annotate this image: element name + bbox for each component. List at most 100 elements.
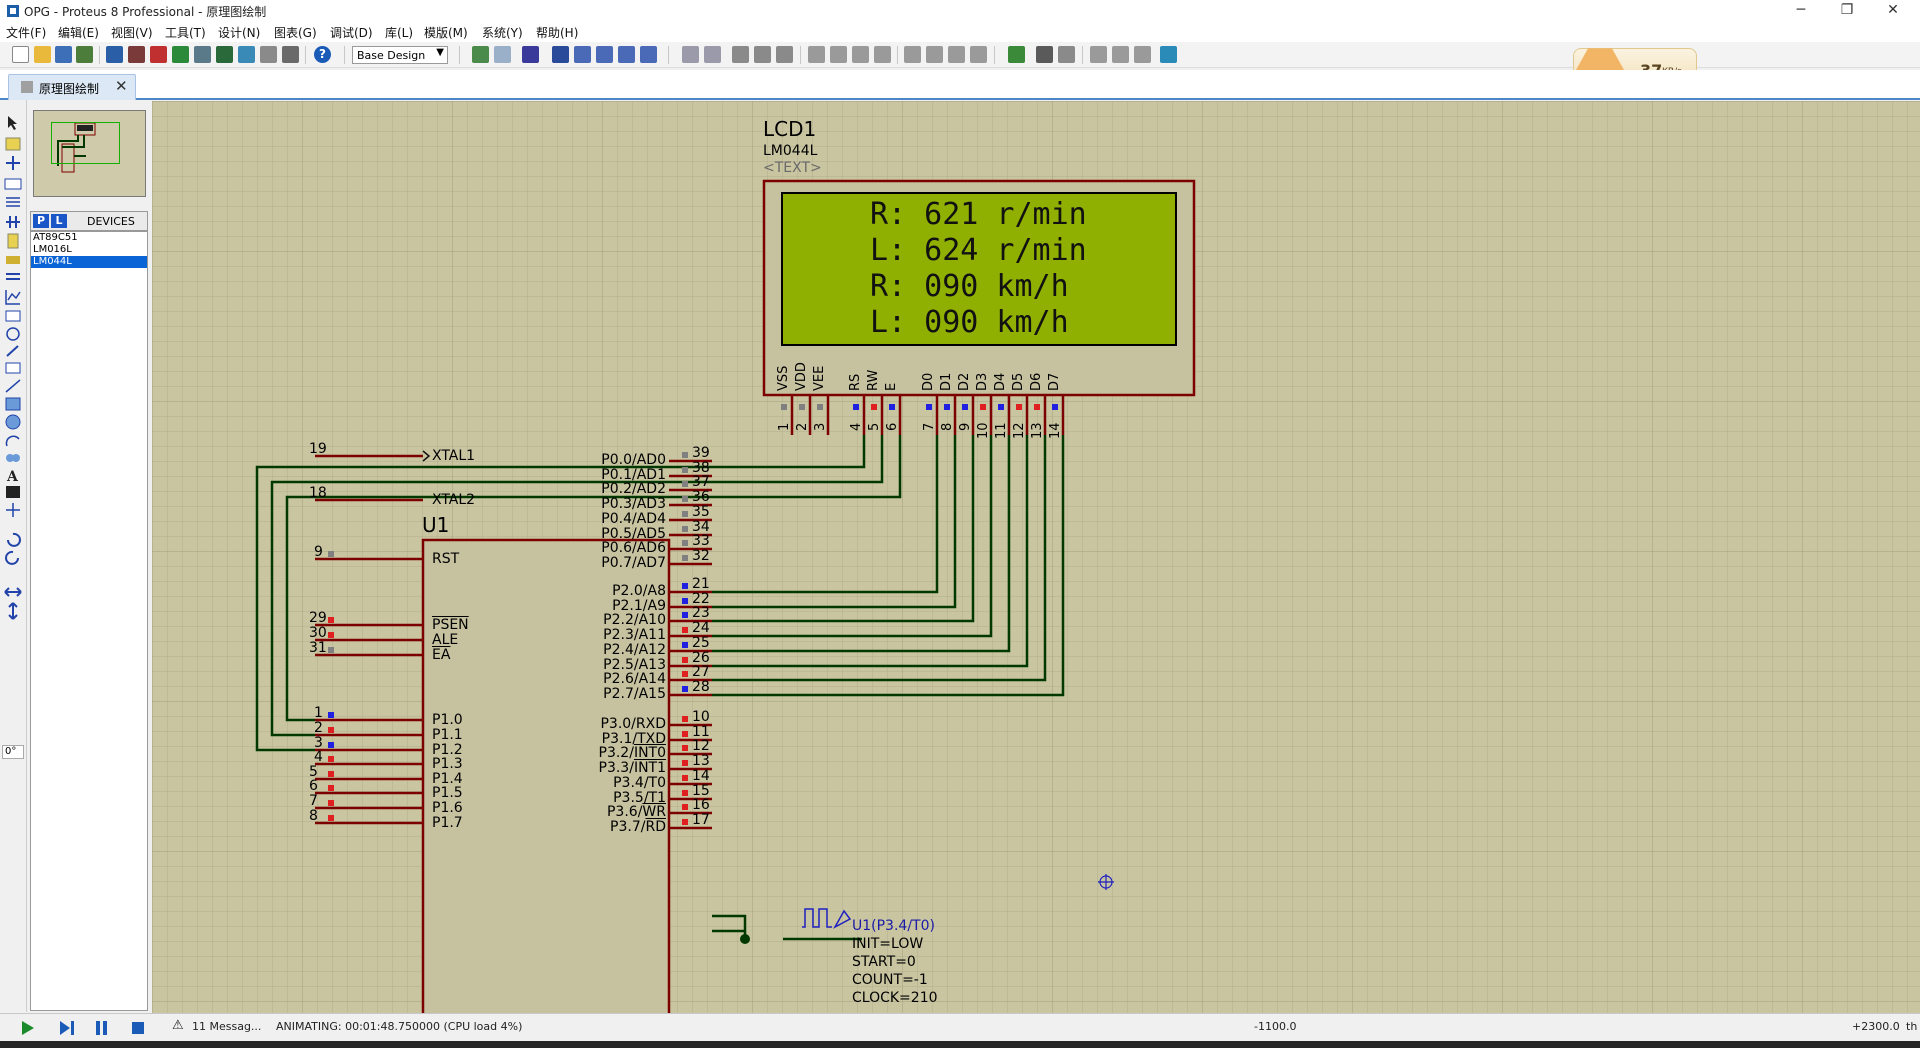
component-mode-icon[interactable]: [5, 137, 21, 151]
rotation-angle-field[interactable]: 0°: [2, 745, 24, 759]
source-icon[interactable]: [238, 46, 255, 63]
zoom-area-icon[interactable]: [640, 46, 657, 63]
2d-path-icon[interactable]: [6, 454, 20, 462]
virtual-instrument-icon[interactable]: [5, 362, 21, 374]
menu-design[interactable]: 设计(N): [218, 26, 261, 40]
device-item-at89c51[interactable]: AT89C51: [33, 232, 78, 243]
design-select[interactable]: Base Design ▼: [352, 46, 448, 64]
save-icon[interactable]: [55, 46, 72, 63]
wire-autorouter-icon[interactable]: [1008, 46, 1025, 63]
menu-template[interactable]: 模版(M): [424, 26, 468, 40]
2d-text-icon[interactable]: A: [6, 469, 19, 485]
decompose-icon[interactable]: [970, 46, 987, 63]
mirror-x-icon[interactable]: [4, 587, 22, 597]
rotate-ccw-icon[interactable]: [5, 550, 19, 565]
label-mode-icon[interactable]: [4, 178, 22, 190]
mirror-y-icon[interactable]: [8, 602, 18, 620]
property-tool-icon[interactable]: [1058, 46, 1075, 63]
refresh-icon[interactable]: [472, 46, 489, 63]
block-delete-icon[interactable]: [874, 46, 891, 63]
message-count[interactable]: 11 Messag...: [192, 1020, 262, 1033]
tab-schematic[interactable]: 原理图绘制 ✕: [8, 74, 136, 100]
schematic-canvas[interactable]: LCD1 LM044L <TEXT> R: 621 r/min L: 624 r…: [152, 101, 1920, 1013]
2d-symbol-icon[interactable]: [6, 486, 20, 498]
pick-device-icon[interactable]: [904, 46, 921, 63]
minimize-icon[interactable]: ─: [1796, 2, 1806, 18]
block-move-icon[interactable]: [830, 46, 847, 63]
pan-icon[interactable]: [552, 46, 569, 63]
buses-mode-icon[interactable]: [6, 216, 20, 228]
help-icon[interactable]: ?: [314, 46, 331, 63]
close-icon[interactable]: ✕: [1887, 2, 1899, 18]
zoom-all-icon[interactable]: [618, 46, 635, 63]
rotate-cw-icon[interactable]: [7, 532, 21, 547]
graph-mode-icon[interactable]: [5, 290, 21, 305]
restore-icon[interactable]: ❐: [1840, 2, 1854, 18]
package-tool-icon[interactable]: [948, 46, 965, 63]
pick-devices-button[interactable]: P: [33, 214, 49, 228]
menu-tools[interactable]: 工具(T): [165, 26, 206, 40]
menu-file[interactable]: 文件(F): [6, 26, 47, 40]
play-button[interactable]: [22, 1021, 34, 1035]
pin-mode-icon[interactable]: [6, 273, 20, 280]
close-tab-icon[interactable]: ✕: [115, 77, 128, 95]
cut-icon[interactable]: [732, 46, 749, 63]
menu-edit[interactable]: 编辑(E): [58, 26, 99, 40]
text-script-mode-icon[interactable]: [6, 197, 20, 207]
2d-box-icon[interactable]: [5, 397, 21, 411]
block-copy-icon[interactable]: [808, 46, 825, 63]
remove-sheet-icon[interactable]: [1112, 46, 1129, 63]
menu-help[interactable]: 帮助(H): [536, 26, 579, 40]
menu-graph[interactable]: 图表(G): [274, 26, 317, 40]
terminals-mode-icon[interactable]: [6, 256, 20, 264]
step-button[interactable]: [60, 1021, 74, 1035]
new-sheet-icon[interactable]: [1090, 46, 1107, 63]
menu-debug[interactable]: 调试(D): [330, 26, 373, 40]
zoom-in-icon[interactable]: [574, 46, 591, 63]
subcircuit-mode-icon[interactable]: [7, 233, 19, 249]
device-item-lm044l[interactable]: LM044L: [31, 256, 147, 268]
block-rotate-icon[interactable]: [852, 46, 869, 63]
lcd-body[interactable]: [762, 179, 1196, 397]
stop-button[interactable]: [132, 1022, 144, 1034]
schematic-icon[interactable]: [128, 46, 145, 63]
new-icon[interactable]: [12, 46, 29, 63]
2d-circle-icon[interactable]: [5, 414, 21, 430]
warning-icon[interactable]: ⚠: [172, 1018, 184, 1033]
redo-icon[interactable]: [704, 46, 721, 63]
3d-icon[interactable]: [172, 46, 189, 63]
origin-icon[interactable]: [522, 46, 539, 63]
grid-icon[interactable]: [494, 46, 511, 63]
clock-generator[interactable]: [740, 908, 862, 944]
selection-mode-icon[interactable]: [8, 116, 17, 130]
overview-window[interactable]: [33, 110, 146, 197]
make-device-icon[interactable]: [926, 46, 943, 63]
voltage-probe-icon[interactable]: [6, 345, 19, 357]
undo-icon[interactable]: [682, 46, 699, 63]
exit-sheet-icon[interactable]: [1134, 46, 1151, 63]
notes-icon[interactable]: [260, 46, 277, 63]
pcb-icon[interactable]: [150, 46, 167, 63]
menu-view[interactable]: 视图(V): [111, 26, 153, 40]
2d-line-icon[interactable]: [5, 379, 21, 393]
library-manager-button[interactable]: L: [51, 214, 67, 228]
menu-system[interactable]: 系统(Y): [482, 26, 523, 40]
pause-button[interactable]: [96, 1021, 107, 1035]
open-icon[interactable]: [34, 46, 51, 63]
generator-mode-icon[interactable]: [6, 327, 20, 341]
device-item-lm016l[interactable]: LM016L: [33, 244, 72, 255]
import-icon[interactable]: [76, 46, 93, 63]
copy-icon[interactable]: [754, 46, 771, 63]
zoom-out-icon[interactable]: [596, 46, 613, 63]
paste-icon[interactable]: [776, 46, 793, 63]
mcu-body[interactable]: [421, 538, 671, 1013]
home-icon[interactable]: [106, 46, 123, 63]
gerber-icon[interactable]: [194, 46, 211, 63]
netlist-icon[interactable]: [1160, 46, 1177, 63]
search-icon[interactable]: [1036, 46, 1053, 63]
project-icon[interactable]: [282, 46, 299, 63]
2d-arc-icon[interactable]: [5, 435, 20, 447]
tape-recorder-icon[interactable]: [5, 310, 21, 322]
junction-mode-icon[interactable]: [6, 156, 20, 170]
bom-icon[interactable]: [216, 46, 233, 63]
